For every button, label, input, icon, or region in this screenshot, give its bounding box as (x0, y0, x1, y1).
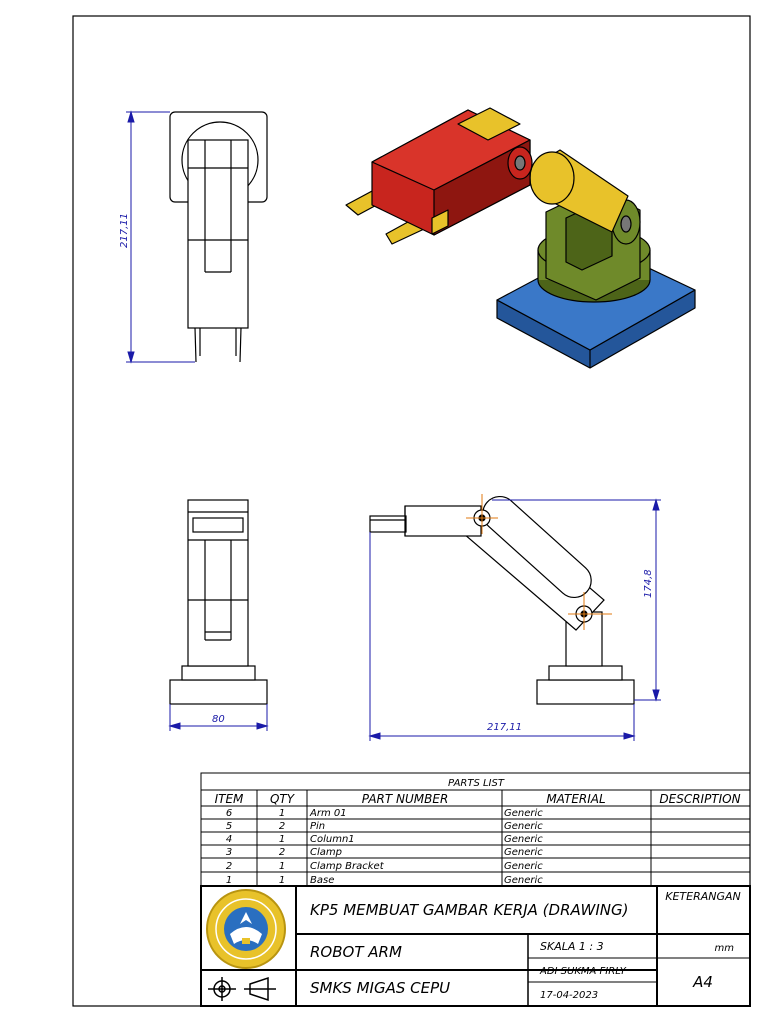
row-qty: 2 (279, 847, 285, 858)
row-item: 2 (226, 861, 232, 872)
drawing-name: ROBOT ARM (310, 943, 402, 961)
elevation-view (369, 495, 635, 705)
elevation-length-dimension (368, 532, 636, 741)
row-material: Generic (504, 821, 543, 832)
row-material: Generic (504, 847, 543, 858)
elevation-centerlines (466, 494, 612, 630)
elevation-length-label: 217,11 (487, 722, 522, 733)
isometric-view (345, 107, 696, 369)
paper-size: A4 (692, 973, 713, 991)
scale-label: SKALA 1 : 3 (540, 940, 604, 953)
row-item: 1 (226, 875, 232, 886)
row-part: Clamp (310, 847, 342, 858)
row-material: Generic (504, 875, 543, 886)
table-row: 6 1 Arm 01 Generic (226, 808, 543, 819)
school-name: SMKS MIGAS CEPU (310, 979, 450, 997)
table-row: 2 1 Clamp Bracket Generic (226, 861, 543, 872)
parts-list-title: PARTS LIST (448, 778, 505, 789)
header-description: DESCRIPTION (659, 792, 740, 806)
row-material: Generic (504, 834, 543, 845)
side-width-label: 80 (212, 714, 225, 725)
row-qty: 2 (279, 821, 285, 832)
author-name: ADI SUKMA FIRLY (539, 966, 627, 977)
unit-label: mm (715, 943, 735, 954)
side-width-dimension (168, 704, 269, 731)
row-part: Arm 01 (309, 808, 347, 819)
row-material: Generic (504, 861, 543, 872)
front-view (169, 111, 268, 363)
row-part: Pin (310, 821, 325, 832)
elevation-height-label: 174,8 (643, 569, 654, 598)
row-part: Column1 (310, 834, 355, 845)
header-material: MATERIAL (546, 792, 605, 806)
parts-list (200, 772, 751, 887)
row-qty: 1 (279, 808, 285, 819)
header-part-number: PART NUMBER (362, 792, 449, 806)
row-item: 5 (226, 821, 232, 832)
title-block (200, 885, 751, 1007)
front-height-dimension (126, 110, 195, 364)
row-qty: 1 (279, 861, 285, 872)
side-view (169, 499, 268, 705)
front-height-label: 217,11 (119, 213, 130, 248)
project-title: KP5 MEMBUAT GAMBAR KERJA (DRAWING) (310, 901, 628, 919)
keterangan-label: KETERANGAN (665, 890, 741, 903)
header-item: ITEM (215, 792, 244, 806)
table-row: 1 1 Base Generic (226, 875, 543, 886)
projection-symbol-icon (208, 976, 276, 1002)
row-part: Base (310, 875, 334, 886)
header-qty: QTY (270, 792, 296, 806)
row-qty: 1 (279, 875, 285, 886)
table-row: 3 2 Clamp Generic (226, 847, 543, 858)
table-row: 5 2 Pin Generic (226, 821, 543, 832)
row-item: 6 (226, 808, 232, 819)
row-qty: 1 (279, 834, 285, 845)
row-material: Generic (504, 808, 543, 819)
parts-list-rows: 6 1 Arm 01 Generic 5 2 Pin Generic 4 1 C… (226, 808, 543, 886)
row-item: 4 (226, 834, 232, 845)
row-item: 3 (226, 847, 232, 858)
front-arm-body (187, 139, 249, 329)
elevation-height-dimension (492, 498, 661, 702)
row-part: Clamp Bracket (310, 861, 385, 872)
table-row: 4 1 Column1 Generic (226, 834, 543, 845)
school-logo (206, 889, 286, 969)
drawing-date: 17-04-2023 (540, 990, 598, 1001)
